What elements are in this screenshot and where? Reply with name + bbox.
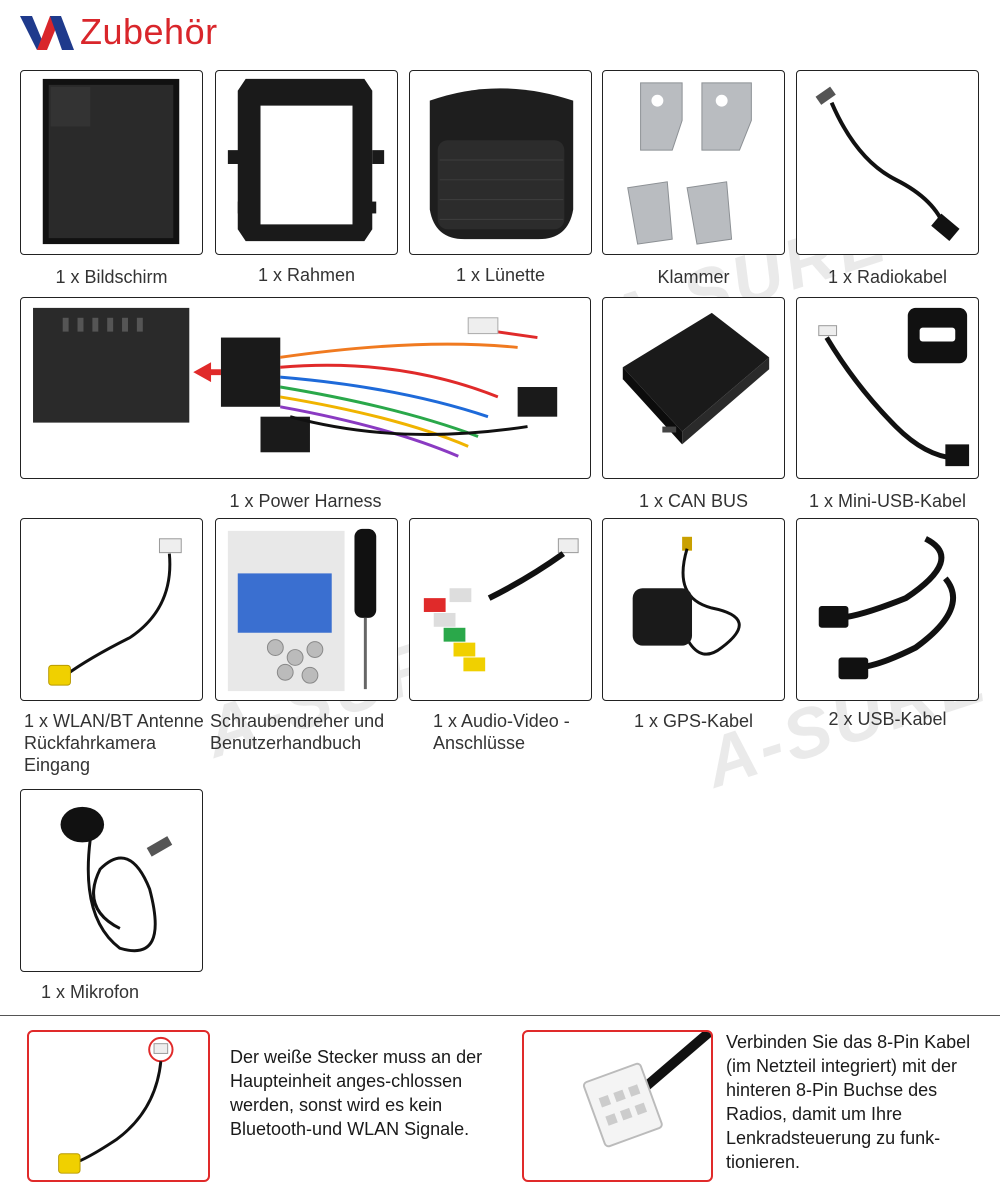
item-caption: 1 x Power Harness	[229, 491, 382, 511]
item-canbus-box	[602, 297, 785, 479]
item-caption: Klammer	[657, 267, 730, 287]
frame-icon	[227, 78, 385, 242]
screwdriver-manual-icon	[227, 528, 377, 692]
item-bracket-box	[602, 70, 785, 255]
item-bezel-box	[409, 70, 592, 255]
item-caption: 1 x WLAN/BT Antenne Rückfahrkamera Einga…	[24, 711, 204, 775]
av-cable-icon	[423, 538, 579, 672]
page-title: Zubehör	[80, 11, 218, 52]
bezel-icon	[429, 88, 574, 240]
eight-pin-plug-icon	[582, 1032, 711, 1148]
bracket-icon	[627, 82, 752, 245]
item-caption: 1 x Lünette	[455, 265, 546, 285]
item-caption: 2 x USB-Kabel	[828, 709, 947, 729]
item-caption: 1 x Rahmen	[257, 265, 356, 285]
white-plug-highlight-box	[27, 1030, 210, 1182]
item-screwdriver-box	[215, 518, 398, 701]
eight-pin-note: Verbinden Sie das 8-Pin Kabel (im Netzte…	[726, 1032, 971, 1172]
white-plug-note: Der weiße Stecker muss an der Haupteinhe…	[230, 1047, 483, 1139]
item-caption: 1 x Audio-Video -Anschlüsse	[433, 711, 570, 753]
item-caption: 1 x Mini-USB-Kabel	[808, 491, 967, 511]
screen-icon	[42, 78, 180, 245]
radio-cable-icon	[815, 86, 960, 241]
item-frame-box	[215, 70, 398, 255]
item-microphone-box	[20, 789, 203, 972]
item-mini-usb-box	[796, 297, 979, 479]
gps-cable-icon	[632, 536, 741, 656]
antenna-plug-detail-icon	[58, 1036, 174, 1174]
power-harness-icon	[33, 307, 558, 458]
item-caption: 1 x CAN BUS	[638, 491, 749, 511]
item-antenna-box	[20, 518, 203, 701]
section-divider	[0, 1015, 1000, 1016]
item-caption: 1 x GPS-Kabel	[633, 711, 754, 731]
mini-usb-cable-icon	[818, 307, 970, 467]
canbus-icon	[622, 312, 770, 445]
brand-logo-icon	[20, 16, 74, 50]
antenna-cable-icon	[48, 538, 182, 686]
item-radio-cable-box	[796, 70, 979, 255]
item-power-harness-box	[20, 297, 591, 479]
item-screen-box	[20, 70, 203, 255]
item-usb-box	[796, 518, 979, 701]
item-caption: 1 x Bildschirm	[55, 267, 168, 287]
usb-cable-icon	[818, 536, 957, 680]
item-av-box	[409, 518, 592, 701]
item-caption: 1 x Radiokabel	[827, 267, 948, 287]
eight-pin-highlight-box	[522, 1030, 713, 1182]
item-caption: Schraubendreher und Benutzerhandbuch	[210, 711, 385, 753]
item-gps-box	[602, 518, 785, 701]
microphone-icon	[60, 806, 173, 953]
item-caption: 1 x Mikrofon	[40, 982, 140, 1002]
